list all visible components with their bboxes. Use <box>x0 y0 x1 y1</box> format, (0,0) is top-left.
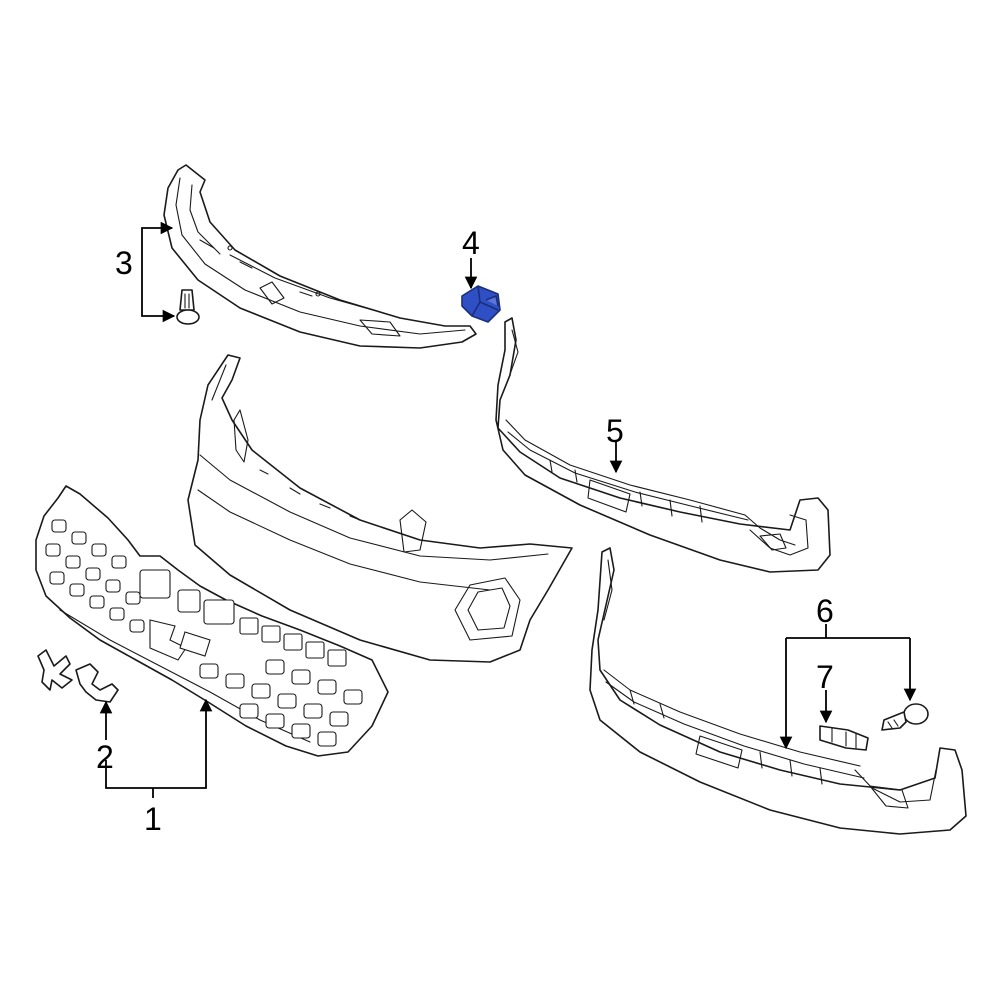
callout-3: 3 <box>115 245 133 281</box>
callout-4: 4 <box>462 225 480 261</box>
part-5-lower-panel[interactable] <box>495 317 831 573</box>
bumper-cover[interactable] <box>187 354 573 663</box>
callout-5: 5 <box>606 413 624 449</box>
callout-2: 2 <box>96 739 114 775</box>
part-7-clip[interactable] <box>819 725 869 751</box>
part-3-push-pin[interactable] <box>176 289 200 325</box>
part-4-bracket-highlighted[interactable] <box>461 285 501 323</box>
callout-1: 1 <box>144 801 162 837</box>
leader-lines <box>99 221 917 798</box>
grille-cells <box>45 519 363 747</box>
part-2-emblem[interactable] <box>37 649 119 703</box>
lower-bumper-panel[interactable] <box>589 547 967 835</box>
callout-6: 6 <box>816 593 834 629</box>
callout-7: 7 <box>816 659 834 695</box>
part-6-screw[interactable] <box>881 703 929 731</box>
part-1-grille[interactable] <box>35 485 389 757</box>
part-3-upper-cover[interactable] <box>163 164 477 349</box>
